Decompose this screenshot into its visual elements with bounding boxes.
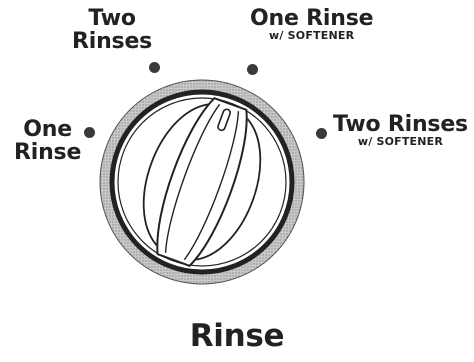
rotary-knob-icon[interactable]: [97, 77, 307, 287]
option-label-line1: Two: [72, 7, 152, 30]
option-label-line1: Two Rinses: [333, 113, 468, 136]
option-label-one-rinse[interactable]: One Rinse: [14, 118, 81, 164]
option-label-two-rinses[interactable]: Two Rinses: [72, 7, 152, 53]
dial-title: Rinse: [0, 318, 474, 354]
option-label-two-rinses-softener[interactable]: Two Rinses w/ SOFTENER: [333, 113, 468, 148]
option-label-sub: w/ SOFTENER: [333, 136, 468, 148]
option-label-line2: Rinses: [72, 30, 152, 53]
option-label-line1: One: [14, 118, 81, 141]
option-label-sub: w/ SOFTENER: [250, 30, 373, 42]
position-dot-icon[interactable]: [149, 62, 160, 73]
position-dot-icon[interactable]: [247, 64, 258, 75]
option-label-line1: One Rinse: [250, 7, 373, 30]
position-dot-icon[interactable]: [84, 127, 95, 138]
option-label-line2: Rinse: [14, 141, 81, 164]
position-dot-icon[interactable]: [316, 128, 327, 139]
option-label-one-rinse-softener[interactable]: One Rinse w/ SOFTENER: [250, 7, 373, 42]
